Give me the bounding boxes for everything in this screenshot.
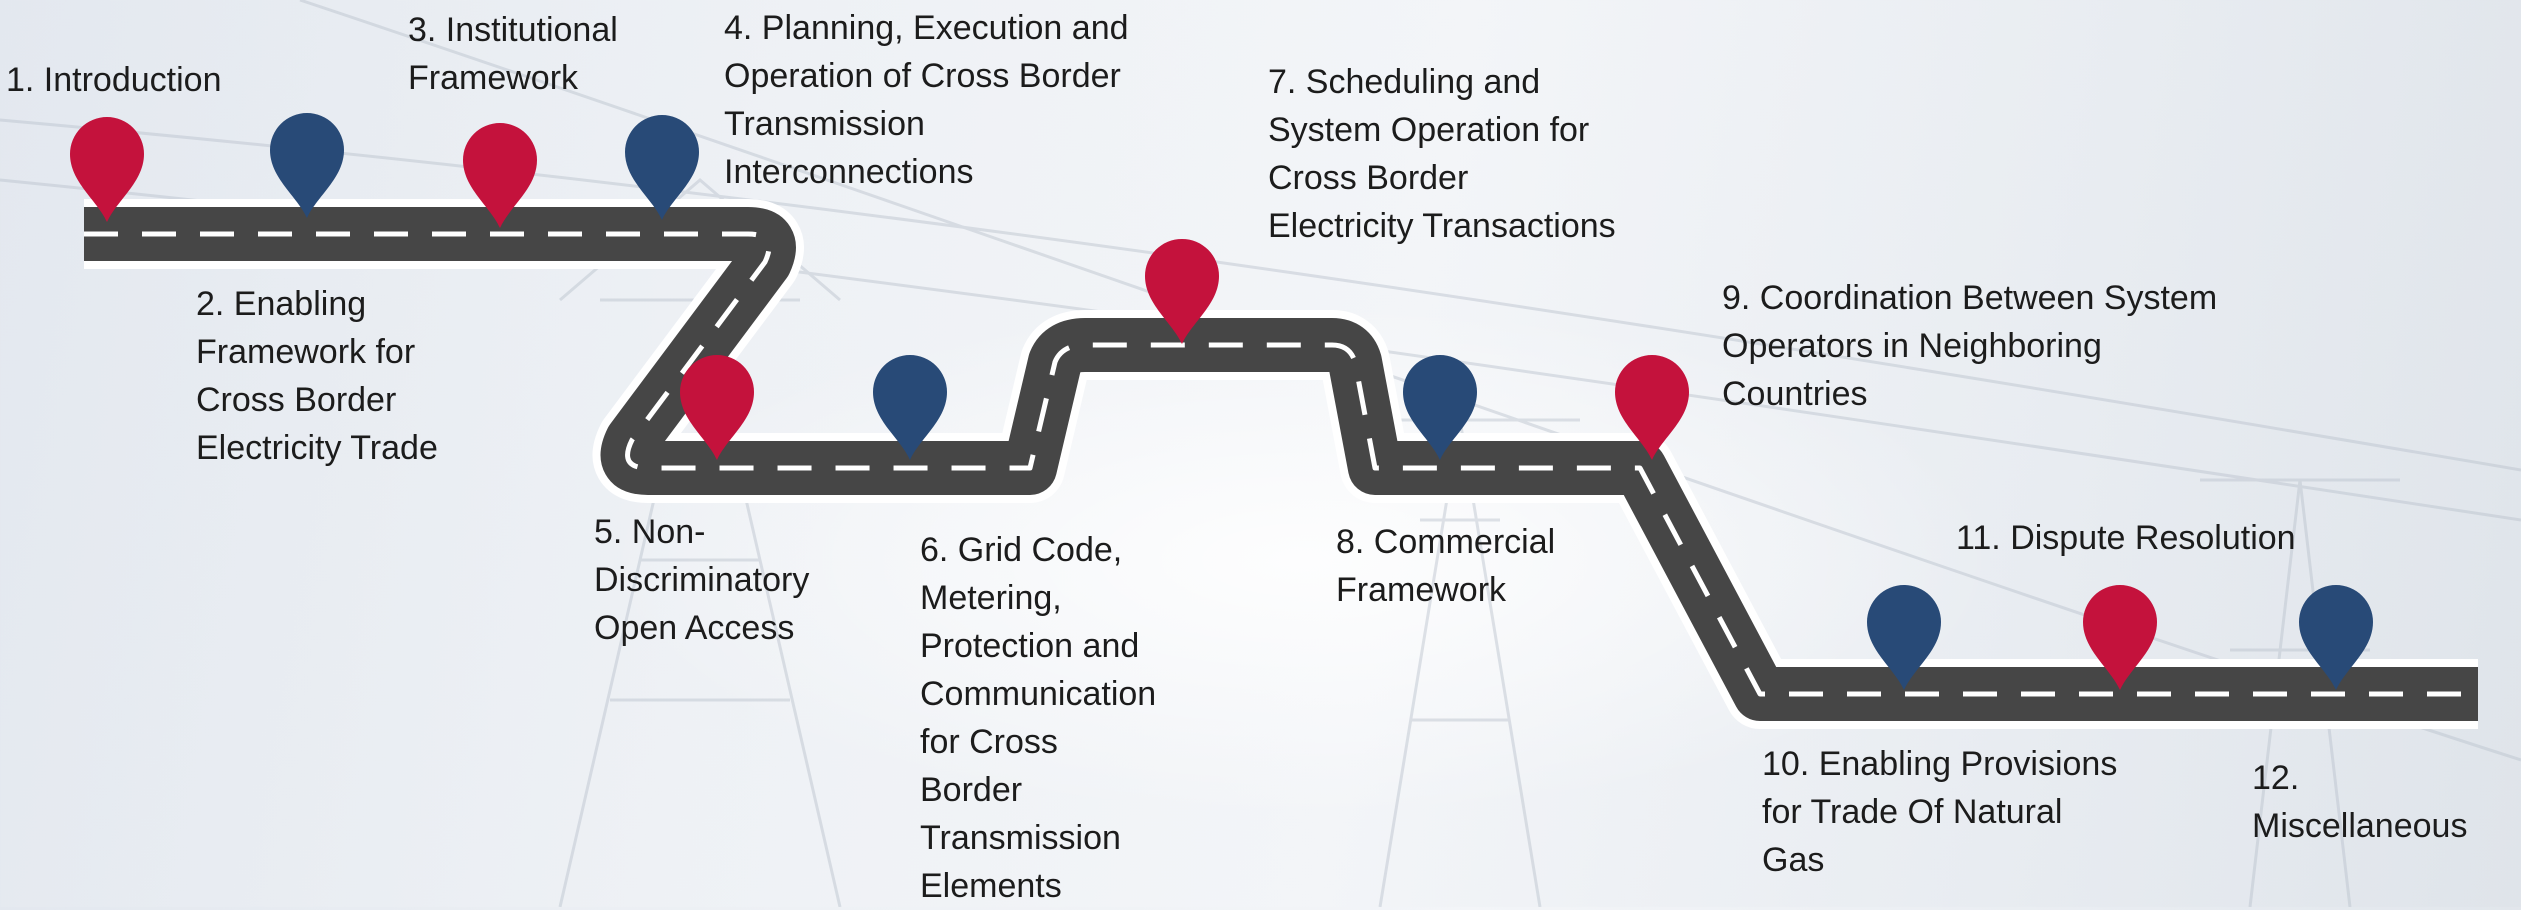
map-pin-icon (463, 123, 537, 228)
milestone-label-7: 7. Scheduling and System Operation for C… (1268, 63, 1616, 245)
milestone-label-1: 1. Introduction (6, 61, 222, 99)
milestone-label-11: 11. Dispute Resolution (1956, 519, 2296, 557)
map-pin-icon (1145, 238, 1219, 344)
map-pin-icon (2299, 585, 2373, 690)
map-pin-icon (680, 355, 754, 460)
milestone-label-6: 6. Grid Code, Metering, Protection and C… (920, 531, 1157, 905)
milestone-pins (70, 113, 2373, 690)
milestone-label-3: 3. Institutional Framework (408, 11, 618, 97)
map-pin-icon (1615, 355, 1689, 460)
milestone-label-10: 10. Enabling Provisions for Trade Of Nat… (1762, 745, 2118, 879)
milestone-label-5: 5. Non- Discriminatory Open Access (594, 513, 810, 647)
road-center-dashes (84, 231, 2478, 697)
milestone-label-4: 4. Planning, Execution and Operation of … (724, 9, 1129, 191)
milestone-label-12: 12. Miscellaneous (2252, 759, 2468, 845)
map-pin-icon (1403, 355, 1477, 460)
map-pin-icon (1867, 585, 1941, 690)
map-pin-icon (70, 117, 144, 222)
map-pin-icon (2083, 585, 2157, 690)
milestone-label-2: 2. Enabling Framework for Cross Border E… (196, 285, 438, 467)
milestone-label-8: 8. Commercial Framework (1336, 523, 1556, 609)
map-pin-icon (873, 355, 947, 460)
milestone-label-9: 9. Coordination Between System Operators… (1722, 279, 2218, 413)
map-pin-icon (270, 113, 344, 218)
map-pin-icon (625, 115, 699, 220)
